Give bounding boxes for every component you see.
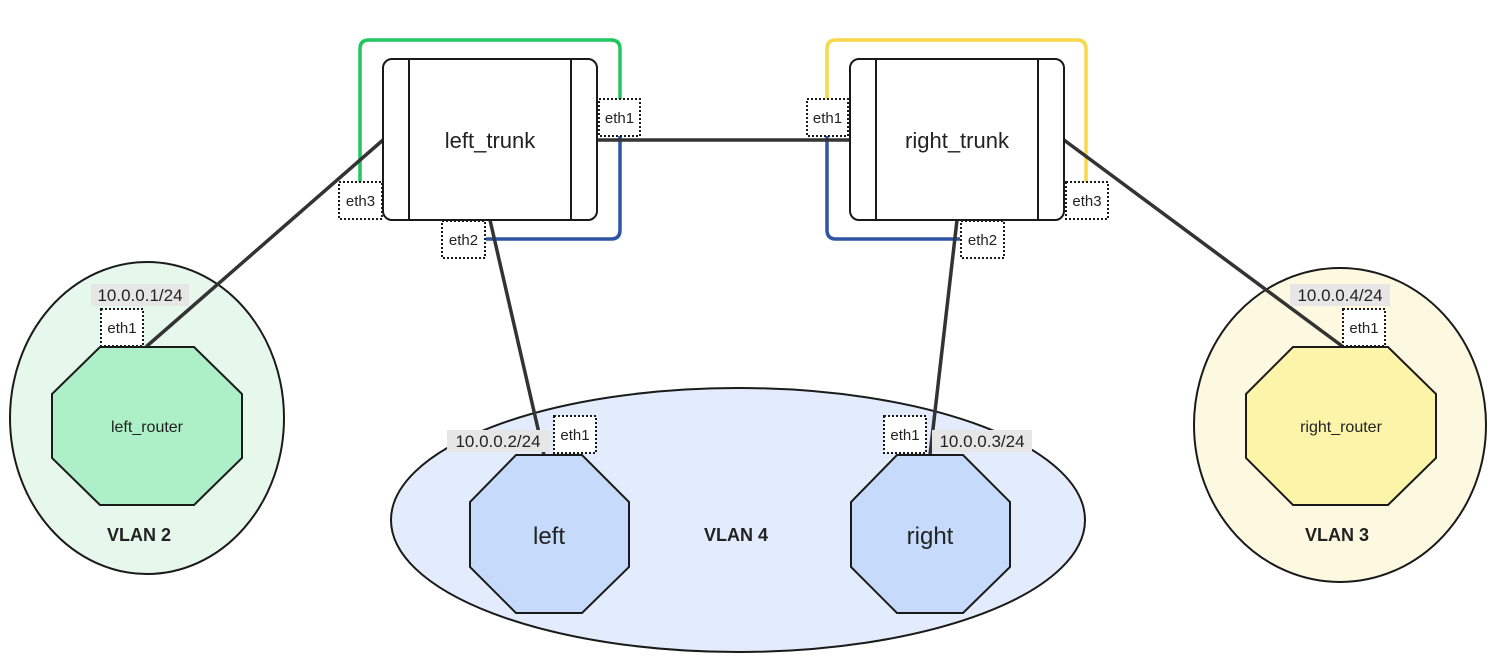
vlan2-label: VLAN 2 xyxy=(107,525,171,545)
left-router-node[interactable]: left_router xyxy=(51,346,243,506)
port-label: eth2 xyxy=(449,232,478,249)
port-right-router-eth1[interactable]: eth1 xyxy=(1342,308,1386,347)
ip-right-router: 10.0.0.4/24 xyxy=(1290,284,1390,306)
link-right-host xyxy=(928,218,959,457)
port-left-router-eth1[interactable]: eth1 xyxy=(100,308,144,347)
link-left-host xyxy=(488,218,546,457)
ip-left-router: 10.0.0.1/24 xyxy=(91,284,189,306)
port-box xyxy=(598,98,641,137)
port-label: eth3 xyxy=(1072,193,1101,210)
port-box xyxy=(1065,181,1109,220)
left-host-label: left xyxy=(533,523,565,550)
right-router-label: right_router xyxy=(1300,419,1382,436)
port-box xyxy=(338,181,383,220)
port-label: eth1 xyxy=(107,320,136,337)
ip-left-router-bg xyxy=(91,284,189,306)
port-box xyxy=(441,220,486,259)
left-trunk-body xyxy=(382,58,598,221)
right-host-shape xyxy=(850,454,1011,614)
vlan3-label: VLAN 3 xyxy=(1305,525,1369,545)
port-box xyxy=(553,415,597,454)
vlan2-trunk-loop xyxy=(358,38,622,182)
port-box xyxy=(960,220,1005,259)
port-label: eth1 xyxy=(813,110,842,127)
port-left-trunk-eth3[interactable]: eth3 xyxy=(338,181,383,220)
link-right-router xyxy=(1062,138,1344,348)
ip-left-host-text: 10.0.0.2/24 xyxy=(455,432,540,451)
left-trunk-label: left_trunk xyxy=(445,128,536,153)
port-box xyxy=(883,415,927,454)
ip-right-router-text: 10.0.0.4/24 xyxy=(1297,286,1382,305)
ip-right-host: 10.0.0.3/24 xyxy=(932,430,1032,452)
ip-left-router-text: 10.0.0.1/24 xyxy=(97,286,182,305)
port-label: eth2 xyxy=(968,232,997,249)
ip-right-router-bg xyxy=(1290,284,1390,306)
vlan4-label: VLAN 4 xyxy=(704,525,768,545)
port-right-trunk-eth2[interactable]: eth2 xyxy=(960,220,1005,259)
port-right-trunk-eth1[interactable]: eth1 xyxy=(806,98,849,137)
port-left-trunk-eth1[interactable]: eth1 xyxy=(598,98,641,137)
ip-right-host-bg xyxy=(932,430,1032,452)
right-router-shape xyxy=(1245,346,1437,506)
left-trunk-switch[interactable]: left_trunk xyxy=(382,58,598,221)
port-right-host-eth1[interactable]: eth1 xyxy=(883,415,927,454)
port-label: eth1 xyxy=(605,110,634,127)
ip-left-host: 10.0.0.2/24 xyxy=(447,430,550,452)
port-label: eth1 xyxy=(890,427,919,444)
vlan4-left-loop xyxy=(486,136,622,241)
left-host-node[interactable]: left xyxy=(469,454,630,614)
ip-right-host-text: 10.0.0.3/24 xyxy=(939,432,1024,451)
ip-left-host-bg xyxy=(447,430,550,452)
vlan3-trunk-loop xyxy=(825,38,1088,182)
port-box xyxy=(806,98,849,137)
link-left-router xyxy=(145,138,385,348)
port-left-host-eth1[interactable]: eth1 xyxy=(553,415,597,454)
left-router-shape xyxy=(51,346,243,506)
port-right-trunk-eth3[interactable]: eth3 xyxy=(1065,181,1109,220)
right-trunk-label: right_trunk xyxy=(905,128,1010,153)
left-host-shape xyxy=(469,454,630,614)
left-router-label: left_router xyxy=(111,419,184,436)
port-left-trunk-eth2[interactable]: eth2 xyxy=(441,220,486,259)
port-box xyxy=(1342,308,1386,347)
right-host-label: right xyxy=(907,523,954,550)
port-box xyxy=(100,308,144,347)
vlan4-right-loop xyxy=(825,136,960,241)
right-trunk-body xyxy=(849,58,1065,221)
port-label: eth1 xyxy=(560,427,589,444)
port-label: eth3 xyxy=(346,193,375,210)
right-trunk-switch[interactable]: right_trunk xyxy=(849,58,1065,221)
port-label: eth1 xyxy=(1349,320,1378,337)
right-router-node[interactable]: right_router xyxy=(1245,346,1437,506)
right-host-node[interactable]: right xyxy=(850,454,1011,614)
